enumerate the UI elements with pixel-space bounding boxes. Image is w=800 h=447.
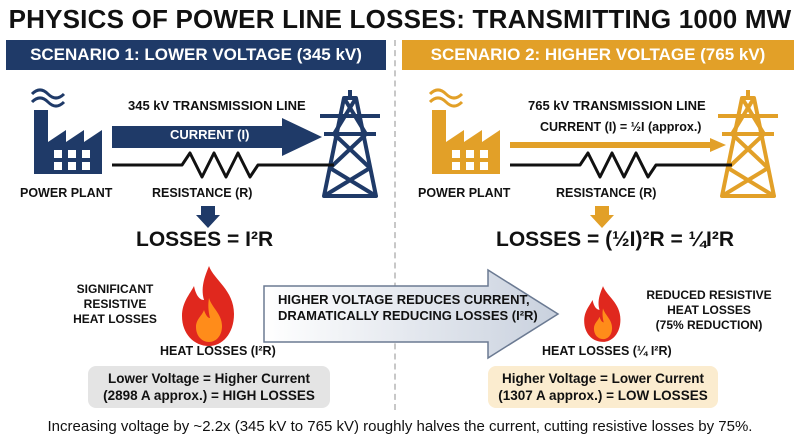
scenario-2-summary: Higher Voltage = Lower Current (1307 A a… xyxy=(488,366,718,408)
scenario-2-heat-label: HEAT LOSSES (¼ I²R) xyxy=(542,344,672,358)
factory-icon xyxy=(30,88,102,174)
comparison-arrow xyxy=(263,268,560,360)
middle-arrow-text: HIGHER VOLTAGE REDUCES CURRENT, DRAMATIC… xyxy=(278,292,538,323)
scenario-1-losses-formula: LOSSES = I²R xyxy=(136,228,274,251)
scenario-1-banner: SCENARIO 1: LOWER VOLTAGE (345 kV) xyxy=(6,40,386,70)
factory-icon xyxy=(428,88,500,174)
scenario-2-heat-side-text: REDUCED RESISTIVE HEAT LOSSES (75% REDUC… xyxy=(646,288,772,332)
scenario-1-summary: Lower Voltage = Higher Current (2898 A a… xyxy=(88,366,330,408)
scenario-2-losses-formula: LOSSES = (½I)²R = ¼I²R xyxy=(496,228,735,251)
scenario-2-current-label: CURRENT (I) = ½I (approx.) xyxy=(540,120,702,134)
scenario-2-resistance-label: RESISTANCE (R) xyxy=(556,186,657,200)
scenario-1-current-label: CURRENT (I) xyxy=(170,127,250,142)
scenario-2-plant-label: POWER PLANT xyxy=(418,186,511,200)
scenario-1-heat-label: HEAT LOSSES (I²R) xyxy=(160,344,276,358)
transmission-tower-icon xyxy=(718,90,778,198)
down-arrow xyxy=(590,206,614,228)
resistor-line xyxy=(510,151,732,179)
scenario-1-plant-label: POWER PLANT xyxy=(20,186,113,200)
footer-caption: Increasing voltage by ~2.2x (345 kV to 7… xyxy=(47,418,753,435)
current-arrow xyxy=(510,138,726,152)
transmission-tower-icon xyxy=(320,90,380,198)
scenario-1-resistance-label: RESISTANCE (R) xyxy=(152,186,253,200)
flame-icon xyxy=(584,286,621,342)
resistor-line xyxy=(112,151,334,179)
current-arrow xyxy=(112,118,322,156)
scenario-1-line-label: 345 kV TRANSMISSION LINE xyxy=(128,98,306,113)
scenario-1-heat-side-text: SIGNIFICANT RESISTIVE HEAT LOSSES xyxy=(73,282,157,326)
scenario-2-line-label: 765 kV TRANSMISSION LINE xyxy=(528,98,706,113)
scenario-divider xyxy=(394,40,396,410)
scenario-2-banner: SCENARIO 2: HIGHER VOLTAGE (765 kV) xyxy=(402,40,794,70)
down-arrow xyxy=(196,206,220,228)
flame-icon xyxy=(182,266,234,346)
page-title: PHYSICS OF POWER LINE LOSSES: TRANSMITTI… xyxy=(8,4,792,34)
